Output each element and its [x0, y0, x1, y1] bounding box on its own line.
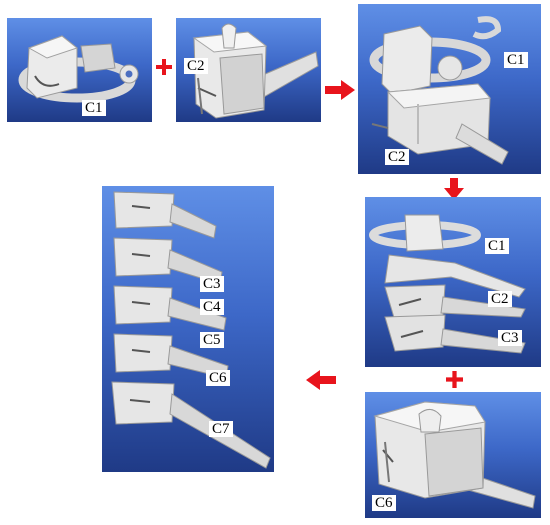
c2-label: C2: [385, 149, 409, 165]
c6-label: C6: [206, 370, 230, 386]
plus-icon: [446, 371, 463, 388]
c6-vertebra-drawing: [373, 401, 536, 509]
c1-c3-assembly-drawing: [369, 214, 526, 354]
c2-model-panel: C2: [176, 18, 321, 122]
red-arrow-icon: [325, 80, 355, 100]
c1-c2-assembly-drawing: [369, 16, 509, 165]
c1-model-panel: C1: [7, 18, 152, 122]
c1-label: C1: [504, 52, 528, 68]
c1-c3-assembly-panel: C1 C2 C3: [365, 197, 541, 367]
c7-label: C7: [209, 421, 233, 437]
c5-label: C5: [200, 332, 224, 348]
c2-vertebra-drawing: [192, 23, 319, 119]
c6-model-panel: C6: [365, 392, 541, 518]
red-arrow-icon: [306, 370, 336, 390]
c3-label: C3: [200, 276, 224, 292]
cervical-spine-drawing: [111, 191, 271, 469]
c1-vertebra-drawing: [18, 35, 139, 103]
plus-icon: [156, 59, 172, 75]
c2-label: C2: [184, 58, 208, 74]
c1-label: C1: [485, 238, 509, 254]
c4-label: C4: [200, 299, 224, 315]
red-arrow-icon: [444, 178, 464, 200]
c3-label: C3: [498, 330, 522, 346]
c1-c2-assembly-panel: C1 C2: [358, 4, 541, 174]
full-spine-panel: C3 C4 C5 C6 C7: [102, 186, 274, 472]
c1-label: C1: [82, 100, 106, 116]
c2-label: C2: [488, 291, 512, 307]
c6-label: C6: [372, 495, 396, 511]
